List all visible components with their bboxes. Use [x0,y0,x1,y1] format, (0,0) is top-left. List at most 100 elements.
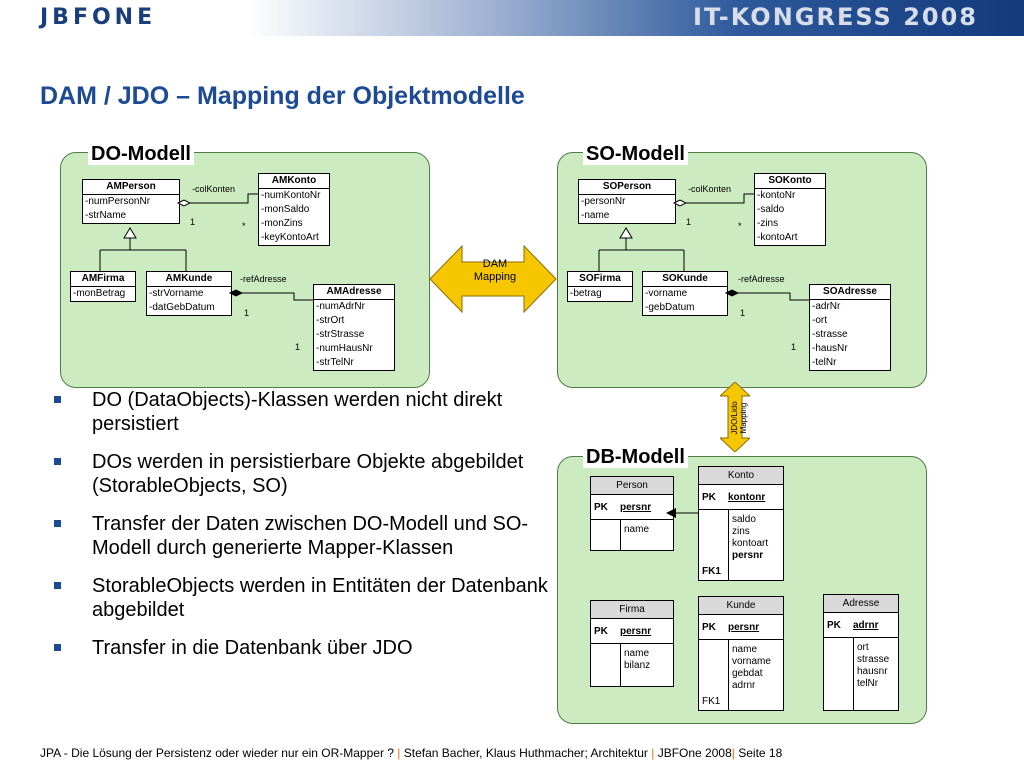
footer-separator: | [651,746,655,760]
class-amkunde: AMKunde -strVorname -datGebDatum [146,271,232,316]
class-attr: -monBetrag [73,288,126,299]
table-attr: strasse [857,654,890,665]
dam-mapping-label: DAM Mapping [440,258,550,284]
class-attr: -name [581,210,610,221]
class-name: AMPerson [83,180,179,195]
class-attr: -kontoNr [757,190,796,201]
pk-column: persnr [620,501,652,513]
bullet-item: Transfer der Daten zwischen DO-Modell un… [52,512,562,560]
footer-topic: JPA - Die Lösung der Persistenz oder wie… [40,746,394,760]
multiplicity-label: * [242,221,246,231]
table-name: Person [591,477,673,495]
table-name: Kunde [699,597,783,615]
bullet-text: StorableObjects werden in Entitäten der … [92,575,548,621]
class-attr: -telNr [812,357,837,368]
class-attr: -ort [812,315,827,326]
assoc-label-colkonten: -colKonten [192,184,236,194]
class-attr: -keyKontoArt [261,232,319,243]
footer-separator: | [731,746,735,760]
class-attr: -betrag [570,288,602,299]
class-attr: -gebDatum [645,302,695,313]
square-bullet-icon [54,520,61,527]
bullet-text: Transfer in die Datenbank über JDO [92,637,413,659]
multiplicity-label: * [738,221,742,231]
fk-label: FK1 [702,566,721,577]
class-amfirma: AMFirma -monBetrag [70,271,136,302]
bullet-item: Transfer in die Datenbank über JDO [52,636,562,660]
class-name: SOAdresse [810,285,890,300]
table-attr: telNr [857,678,879,689]
class-sofirma: SOFirma -betrag [567,271,633,302]
assoc-label-refadresse: -refAdresse [738,274,785,284]
footer: JPA - Die Lösung der Persistenz oder wie… [40,746,782,760]
class-attr: -strStrasse [316,329,365,340]
class-attr: -strasse [812,329,848,340]
table-attr: adrnr [732,680,756,691]
table-body: FK1 saldo zins kontoart persnr [699,510,783,580]
footer-authors: Stefan Bacher, Klaus Huthmacher; Archite… [403,746,648,760]
pk-column: persnr [728,621,760,633]
multiplicity-label: 1 [190,217,196,227]
table-adresse: Adresse PK adrnr ort strasse hausnr telN… [823,594,899,711]
slide-title: DAM / JDO – Mapping der Objektmodelle [40,82,525,110]
table-body: ort strasse hausnr telNr [824,638,898,710]
jbfone-logo: JBFONE [40,5,157,30]
multiplicity-label: 1 [244,308,250,318]
class-name: AMFirma [71,272,135,287]
class-attr: -strOrt [316,315,345,326]
table-pk-row: PK persnr [699,615,783,640]
table-pk-row: PK persnr [591,495,673,520]
do-model-title: DO-Modell [88,143,194,165]
table-attributes: name [621,520,652,550]
bullet-item: DOs werden in persistierbare Objekte abg… [52,450,562,498]
bullet-text: Transfer der Daten zwischen DO-Modell un… [92,513,529,559]
table-attr: kontoart [732,538,769,549]
table-body: name bilanz [591,644,673,686]
it-kongress-logo: IT-KONGRESS 2008 [693,3,978,31]
class-name: SOFirma [568,272,632,287]
table-body: name [591,520,673,550]
class-name: SOKonto [755,174,825,189]
table-name: Konto [699,467,783,485]
multiplicity-label: 1 [295,342,301,352]
table-konto: Konto PK kontonr FK1 saldo zins kontoart… [698,466,784,581]
square-bullet-icon [54,582,61,589]
table-attr: ort [857,642,869,653]
class-attr: -monSaldo [261,204,310,215]
table-attr: name [624,524,650,535]
table-pk-row: PK persnr [591,619,673,644]
table-attr: zins [732,526,750,537]
class-name: SOPerson [579,180,675,195]
table-key-column [824,638,854,710]
fk-label: FK1 [702,696,721,707]
class-amkonto: AMKonto -numKontoNr -monSaldo -monZins -… [258,173,330,246]
class-attr: -vorname [645,288,688,299]
table-attr: saldo [732,514,756,525]
class-attr: -strVorname [149,288,204,299]
table-key-column: FK1 [699,640,729,710]
table-attributes: name vorname gebdat adrnr [729,640,774,710]
class-attr: -saldo [757,204,785,215]
multiplicity-label: 1 [686,217,692,227]
class-attr: -numPersonNr [85,196,151,207]
bullet-text: DO (DataObjects)-Klassen werden nicht di… [92,389,503,435]
class-attr: -strTelNr [316,357,354,368]
pk-label: PK [702,621,716,633]
header-bar: JBFONE IT-KONGRESS 2008 [0,0,1024,36]
table-body: FK1 name vorname gebdat adrnr [699,640,783,710]
class-attr: -adrNr [812,301,841,312]
assoc-label-refadresse: -refAdresse [240,274,287,284]
footer-page-number: Seite 18 [738,746,783,760]
class-attr: -numHausNr [316,343,373,354]
footer-separator: | [397,746,401,760]
table-attributes: saldo zins kontoart persnr [729,510,771,580]
bullet-item: DO (DataObjects)-Klassen werden nicht di… [52,388,562,436]
table-attr: vorname [732,656,771,667]
table-name: Firma [591,601,673,619]
class-sokonto: SOKonto -kontoNr -saldo -zins -kontoArt [754,173,826,246]
class-amadresse: AMAdresse -numAdrNr -strOrt -strStrasse … [313,284,395,371]
pk-column: adrnr [853,619,879,631]
table-attr: name [624,648,650,659]
square-bullet-icon [54,396,61,403]
